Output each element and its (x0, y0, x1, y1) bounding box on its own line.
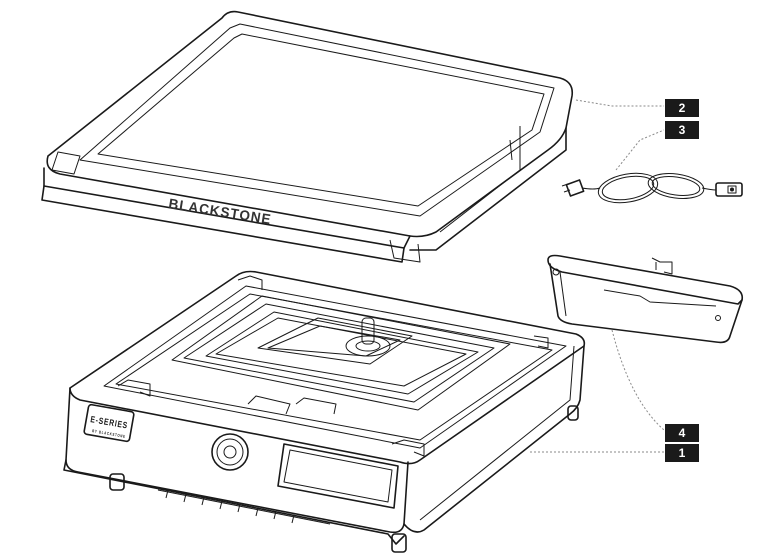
power-cord (561, 172, 743, 204)
callout-1: 1 (665, 444, 699, 462)
grease-tray (547, 254, 744, 344)
leader-4 (611, 329, 665, 431)
base-logo-sub: BY BLACKSTONE (92, 428, 126, 439)
griddle-plate: BLACKSTONE (41, 10, 574, 263)
callout-4: 4 (665, 424, 699, 442)
callout-3: 3 (665, 121, 699, 139)
griddle-brand-text: BLACKSTONE (168, 195, 273, 227)
leader-3 (615, 129, 665, 171)
callout-2: 2 (665, 99, 699, 117)
leader-2 (575, 99, 664, 107)
griddle-base: E-SERIES BY BLACKSTONE (63, 270, 586, 553)
leader-lines (530, 99, 665, 453)
